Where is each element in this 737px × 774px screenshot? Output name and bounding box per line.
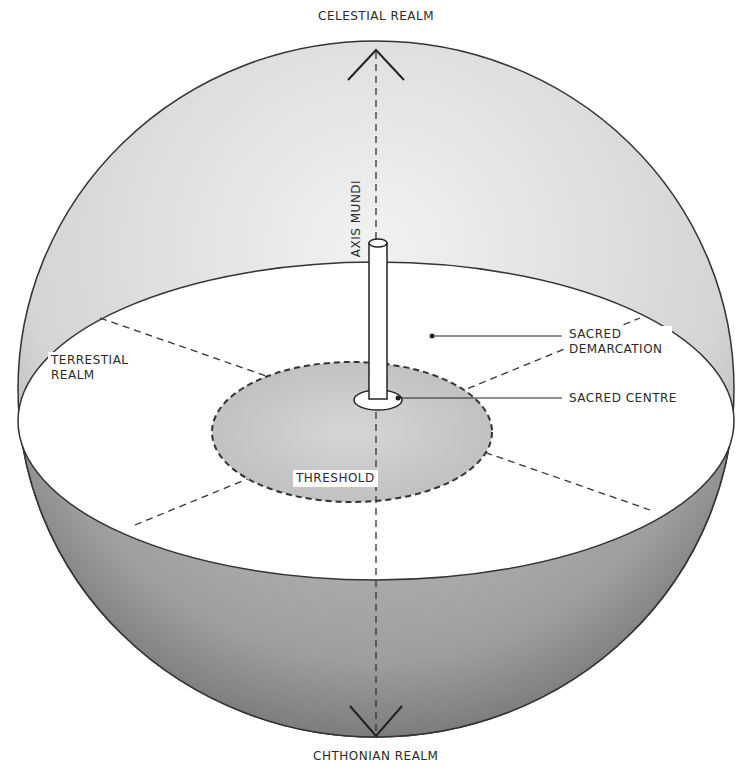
pillar-top [369, 239, 387, 247]
callout-label: SACRED CENTRE [566, 390, 680, 407]
arrow-head-down [350, 706, 402, 736]
pillar [369, 243, 387, 399]
realm-label: TERRESTIAL REALM [48, 352, 154, 384]
axis-label: AXIS MUNDI [349, 180, 364, 257]
leader-line [398, 397, 562, 398]
sphere-upper [18, 41, 734, 737]
zone-label: THRESHOLD [293, 470, 378, 487]
callout-label: SACRED DEMARCATION [566, 326, 672, 358]
sphere-lower [18, 421, 734, 737]
arrow-head-up [348, 50, 404, 80]
leader-line [432, 335, 562, 336]
realm-label: CELESTIAL REALM [315, 8, 437, 25]
sacred-demarcation-zone [212, 362, 492, 502]
realm-label: CHTHONIAN REALM [310, 748, 441, 765]
